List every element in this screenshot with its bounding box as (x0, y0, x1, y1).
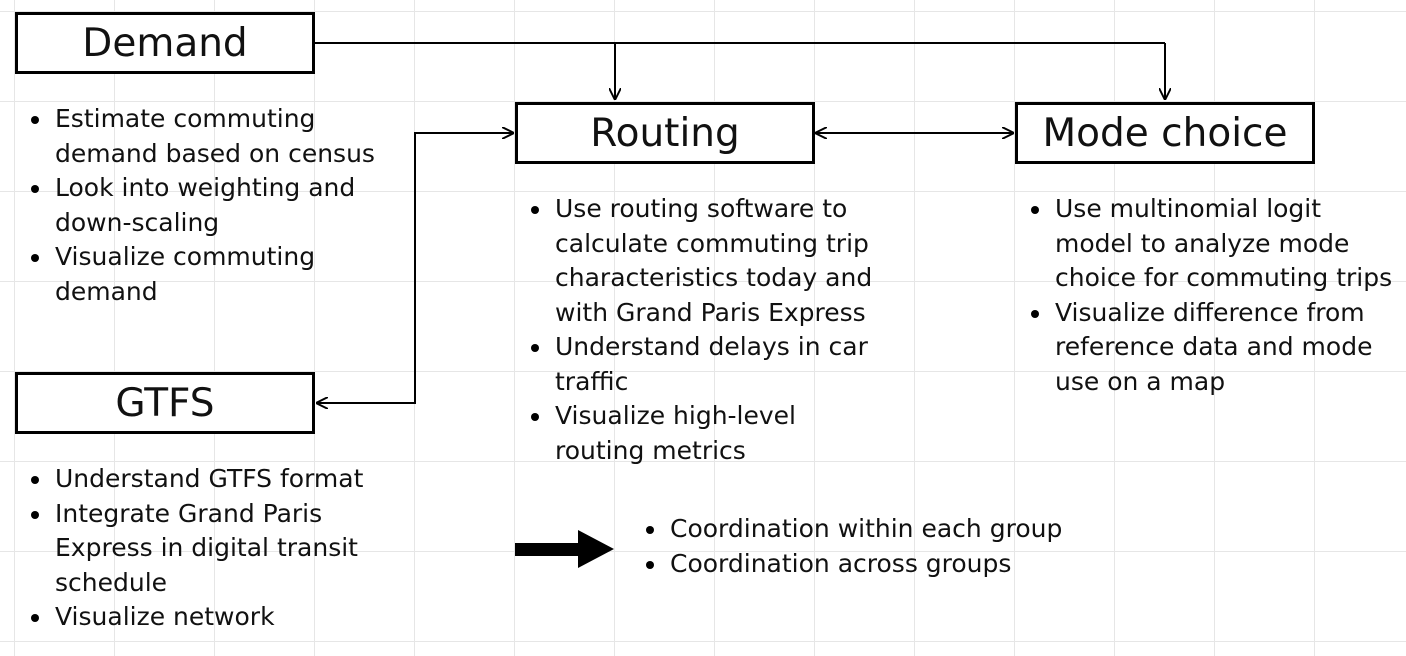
list-item: Use multinomial logit model to analyze m… (1015, 192, 1400, 296)
list-item: Visualize difference from reference data… (1015, 296, 1400, 400)
list-item: Estimate commuting demand based on censu… (15, 102, 385, 171)
demand-box: Demand (15, 12, 315, 74)
list-item: Visualize high-level routing metrics (515, 399, 885, 468)
mode-choice-list: Use multinomial logit model to analyze m… (1015, 192, 1400, 399)
routing-list: Use routing software to calculate commut… (515, 192, 885, 468)
list-item: Coordination across groups (630, 547, 1150, 582)
mode-choice-box: Mode choice (1015, 102, 1315, 164)
list-item: Coordination within each group (630, 512, 1150, 547)
gtfs-title: GTFS (115, 380, 215, 426)
thick-arrow-icon (515, 530, 614, 568)
list-item: Understand delays in car traffic (515, 330, 885, 399)
gtfs-routing-arrow (316, 133, 514, 403)
list-item: Understand GTFS format (15, 462, 375, 497)
gtfs-box: GTFS (15, 372, 315, 434)
demand-list: Estimate commuting demand based on censu… (15, 102, 385, 309)
routing-title: Routing (590, 110, 740, 156)
coordination-list: Coordination within each group Coordinat… (630, 512, 1150, 581)
gtfs-list: Understand GTFS format Integrate Grand P… (15, 462, 375, 635)
list-item: Visualize commuting demand (15, 240, 385, 309)
list-item: Visualize network (15, 600, 375, 635)
list-item: Use routing software to calculate commut… (515, 192, 885, 330)
routing-box: Routing (515, 102, 815, 164)
list-item: Integrate Grand Paris Express in digital… (15, 497, 375, 601)
list-item: Look into weighting and down-scaling (15, 171, 385, 240)
demand-title: Demand (82, 20, 248, 66)
mode-choice-title: Mode choice (1042, 110, 1288, 156)
